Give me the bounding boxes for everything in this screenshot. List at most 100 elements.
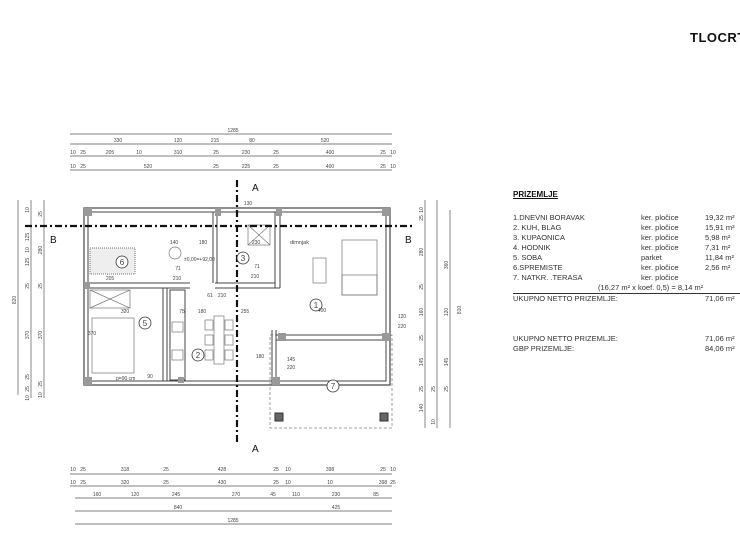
dimension-label: 110 [292, 492, 300, 498]
dimension-label: 220 [287, 365, 296, 371]
dimension-label: 25 [273, 467, 279, 473]
dimension-label: 520 [144, 164, 153, 170]
dimension-label: 25 [273, 164, 279, 170]
dimension-label: 10 [25, 395, 31, 401]
dimension-label: 25 [38, 283, 44, 289]
legend-room-floor: parket [641, 253, 662, 262]
room-number: 7 [331, 382, 336, 391]
net-value: 71,06 m² [705, 294, 735, 303]
dimension-label: 428 [218, 467, 227, 473]
legend-room-area: 7,31 m² [705, 243, 731, 252]
gbp-label: GBP PRIZEMLJE: [513, 344, 575, 353]
legend-room-name: 6.SPREMISTE [513, 263, 563, 272]
dimension-label: 25 [80, 467, 86, 473]
terrace-column [274, 412, 284, 422]
dimension-label: 25 [444, 386, 450, 392]
legend-heading: PRIZEMLJE [513, 190, 558, 199]
dimension-label: 425 [332, 505, 341, 511]
terrace-calc: (16,27 m² x koef. 0,5) = 8,14 m² [513, 283, 740, 294]
legend-room-area: 19,32 m² [705, 213, 735, 222]
dimension-label: 25 [273, 150, 279, 156]
dimension-label: 245 [172, 492, 181, 498]
dimension-label: 205 [106, 276, 115, 282]
legend-room-floor: ker. pločice [641, 243, 679, 252]
terrace-column [379, 412, 389, 422]
dimension-label: 400 [326, 164, 335, 170]
legend-room-name: 7. NATKR. .TERASA [513, 273, 583, 282]
dimension-label: 140 [170, 240, 179, 246]
dimension-label: 125 [25, 233, 31, 242]
legend-room-name: 2. KUH, BLAG [513, 223, 562, 232]
dimension-label: 370 [38, 331, 44, 340]
dimension-label: 160 [93, 492, 102, 498]
dimension-label: 360 [444, 261, 450, 270]
level-label: ±0,00=+92,00 [184, 257, 215, 263]
room-circle [236, 251, 250, 265]
room-circle [115, 255, 129, 269]
dimension-label: 140 [419, 404, 425, 413]
dimension-label: 120 [398, 314, 407, 320]
dimension-label: 320 [121, 309, 130, 315]
dimension-label: 25 [419, 215, 425, 221]
dimension-label: 120 [131, 492, 140, 498]
legend-room-floor: ker. pločice [641, 273, 679, 282]
legend-room-area: 5,98 m² [705, 233, 731, 242]
dimension-label: 10 [25, 207, 31, 213]
dimension-label: 400 [318, 308, 327, 314]
dimension-label: 230 [252, 240, 261, 246]
dimension-label: 215 [211, 138, 220, 144]
dimension-label: 210 [173, 276, 182, 282]
dimension-label: 25 [80, 480, 86, 486]
dimension-label: 10 [390, 150, 396, 156]
dimension-label: 120 [174, 138, 183, 144]
dimension-label: 25 [80, 164, 86, 170]
dimension-label: 225 [242, 164, 251, 170]
legend-room-name: 3. KUPAONICA [513, 233, 565, 242]
dimension-label: 10 [431, 419, 437, 425]
dimension-label: 25 [163, 467, 169, 473]
dimension-label: 25 [431, 386, 437, 392]
legend-room-area: 2,56 m² [705, 263, 731, 272]
legend-room-area: 11,84 m² [705, 253, 735, 262]
dimension-label: 255 [241, 309, 250, 315]
dimension-label: 205 [106, 150, 115, 156]
dimension-label: 230 [242, 150, 251, 156]
dimension-label: 25 [273, 480, 279, 486]
room-number: 2 [196, 351, 201, 360]
dimension-label: 810 [457, 306, 463, 315]
wall-columns [84, 208, 390, 385]
net-value-2: 71,06 m² [705, 334, 735, 343]
gbp-value: 84,06 m² [705, 344, 735, 353]
dimension-label: 10 [285, 467, 291, 473]
dimension-label: 280 [38, 246, 44, 255]
dimension-label: 145 [287, 357, 296, 363]
net-label: UKUPNO NETTO PRIZEMLJE: [513, 294, 618, 303]
dimension-label: 130 [244, 201, 253, 207]
dimension-label: 10 [70, 467, 76, 473]
window-label: p=90 cm [116, 376, 135, 382]
dimension-label: 318 [121, 467, 130, 473]
legend-room-name: 1.DNEVNI BORAVAK [513, 213, 585, 222]
dimension-label: 25 [25, 374, 31, 380]
dimension-label: 25 [38, 381, 44, 387]
dimension-label: 310 [174, 150, 183, 156]
net-label-2: UKUPNO NETTO PRIZEMLJE: [513, 334, 618, 343]
dimension-label: 10 [136, 150, 142, 156]
dimension-label: 75 [179, 309, 185, 315]
area-legend: PRIZEMLJE 1.DNEVNI BORAVAK ker. pločice 19… [513, 190, 740, 354]
dimension-label: 25 [25, 283, 31, 289]
dimension-label: 25 [80, 150, 86, 156]
dimension-label: 270 [232, 492, 241, 498]
dimension-label: 10 [327, 480, 333, 486]
room-number: 1 [314, 301, 319, 310]
dimension-label: 80 [249, 138, 255, 144]
dimension-label: 25 [419, 335, 425, 341]
room-circle [326, 379, 340, 393]
dimension-label: 10 [70, 164, 76, 170]
legend-room-area: 15,91 m² [705, 223, 735, 232]
